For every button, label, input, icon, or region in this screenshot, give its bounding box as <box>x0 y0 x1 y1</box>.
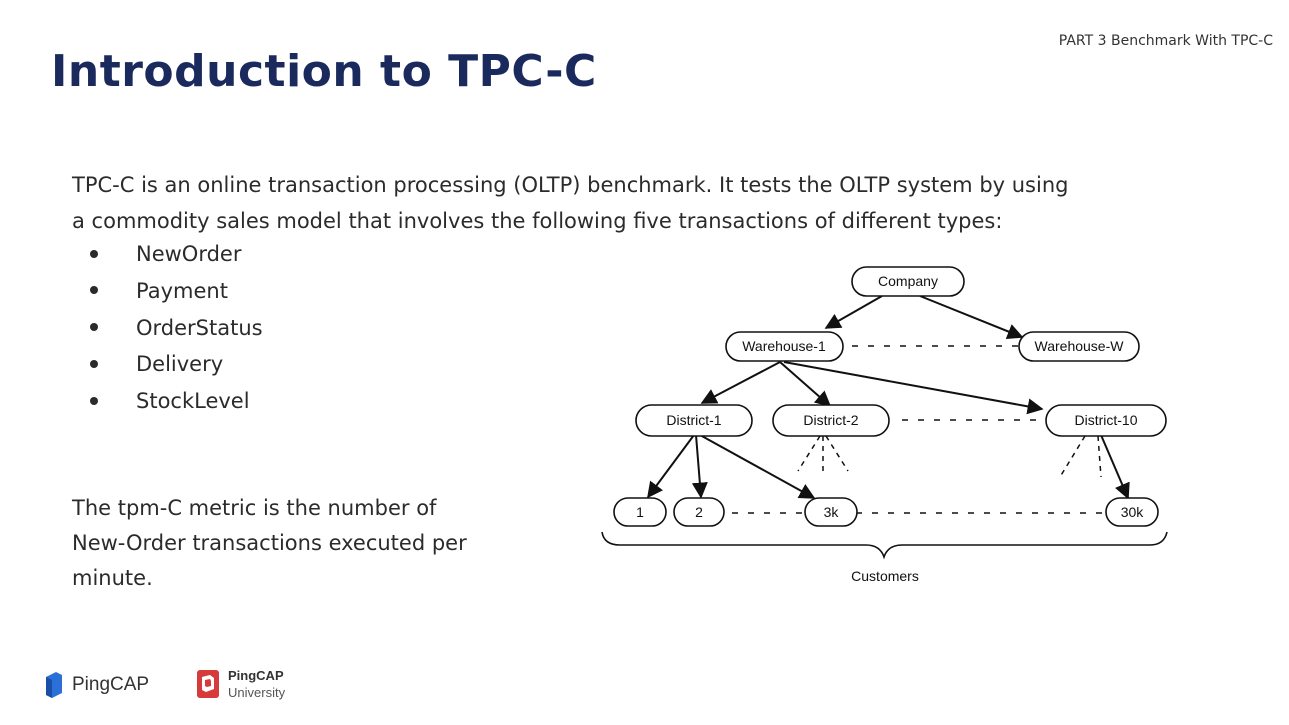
label-warehouse-w: Warehouse-W <box>1035 338 1125 354</box>
label-company: Company <box>878 273 938 289</box>
tpcc-hierarchy-diagram: Company Warehouse-1 Warehouse-W District… <box>601 266 1168 584</box>
node-customer-3k <box>804 497 858 527</box>
page-title: Introduction to TPC-C <box>51 46 597 97</box>
bullet-icon <box>90 359 98 368</box>
node-district-10 <box>1045 404 1167 437</box>
dash-d10-mid <box>1097 435 1102 478</box>
edge-d1-c2 <box>691 434 708 499</box>
edge-d10-c30k <box>1100 434 1130 500</box>
label-customer-2: 2 <box>695 504 703 520</box>
pingcap-wordmark: PingCAP <box>72 674 150 695</box>
label-district-1: District-1 <box>666 412 721 428</box>
transaction-label: NewOrder <box>136 242 242 266</box>
transaction-label: Delivery <box>136 352 224 377</box>
university-subtitle: University <box>228 685 286 700</box>
list-item: Delivery <box>90 346 263 383</box>
list-item: OrderStatus <box>90 310 263 347</box>
transaction-label: Payment <box>136 278 228 303</box>
node-company <box>851 266 965 297</box>
metric-paragraph: The tpm-C metric is the number of New-Or… <box>72 491 532 596</box>
transaction-list: NewOrder Payment OrderStatus Delivery St… <box>90 236 263 420</box>
dash-d2-right <box>825 435 849 472</box>
dash-d10-left <box>1059 435 1086 478</box>
list-item: NewOrder <box>90 236 263 273</box>
pingcap-logo-icon <box>46 672 62 698</box>
node-customer-1 <box>613 497 667 527</box>
metric-line-2: New-Order transactions executed per <box>72 531 467 555</box>
list-item: StockLevel <box>90 383 263 420</box>
edge-w1-district1 <box>700 361 781 404</box>
label-warehouse-1: Warehouse-1 <box>742 338 826 354</box>
node-district-1 <box>635 404 753 437</box>
intro-line-2: a commodity sales model that involves th… <box>72 209 1003 233</box>
node-warehouse-1 <box>725 331 844 362</box>
edge-d1-c3k <box>699 434 816 499</box>
edge-w1-district10 <box>783 361 1044 415</box>
pingcap-logo: PingCAP <box>44 671 149 699</box>
node-district-2 <box>772 404 890 437</box>
bullet-icon <box>90 249 98 258</box>
edge-w1-district2 <box>779 361 832 408</box>
transaction-label: StockLevel <box>136 389 250 414</box>
list-item: Payment <box>90 273 263 310</box>
intro-paragraph: TPC-C is an online transaction processin… <box>72 167 1192 239</box>
label-customers-group: Customers <box>851 568 919 584</box>
dash-d2-left <box>797 435 821 472</box>
node-customer-30k <box>1105 497 1159 527</box>
section-label: PART 3 Benchmark With TPC-C <box>1058 33 1273 49</box>
label-customer-1: 1 <box>636 504 644 520</box>
label-district-10: District-10 <box>1074 412 1137 428</box>
node-customer-2 <box>673 497 725 527</box>
label-customer-3k: 3k <box>824 504 840 520</box>
bullet-icon <box>90 396 98 405</box>
edge-company-warehouse1 <box>824 295 883 329</box>
edge-company-warehousew <box>919 295 1024 340</box>
bullet-icon <box>90 323 98 332</box>
intro-line-1: TPC-C is an online transaction processin… <box>72 173 1069 197</box>
label-district-2: District-2 <box>803 412 858 428</box>
university-badge-icon <box>197 670 219 698</box>
metric-line-1: The tpm-C metric is the number of <box>72 496 437 520</box>
bullet-icon <box>90 286 98 295</box>
edge-d1-c1 <box>647 434 695 499</box>
customers-brace <box>601 531 1168 560</box>
node-warehouse-w <box>1018 331 1140 362</box>
transaction-label: OrderStatus <box>136 315 263 340</box>
label-customer-30k: 30k <box>1121 504 1145 520</box>
pingcap-university-logo: PingCAP University <box>196 667 285 701</box>
metric-line-3: minute. <box>72 566 153 590</box>
university-name: PingCAP <box>228 668 284 683</box>
